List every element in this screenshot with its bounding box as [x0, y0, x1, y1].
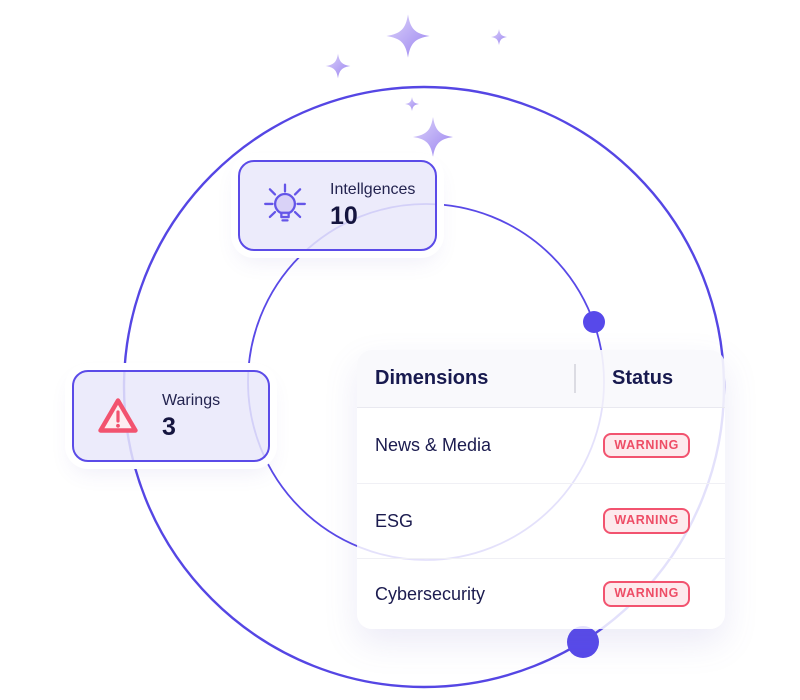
sparkle-icon — [405, 97, 419, 111]
dimensions-status-table: Dimensions Status News & Media WARNING E… — [357, 350, 725, 629]
outer-orbit-dot — [567, 626, 599, 658]
inner-orbit-dot — [583, 311, 605, 333]
warnings-card: Warings 3 — [72, 370, 270, 462]
sparkle-icon — [386, 14, 430, 58]
table-header-row: Dimensions Status — [357, 350, 725, 408]
warnings-label: Warings — [162, 391, 221, 409]
column-header-dimensions: Dimensions — [375, 367, 489, 389]
header-divider — [574, 364, 576, 393]
column-header-status: Status — [612, 367, 674, 389]
intelligences-card: Intellgences 10 — [238, 160, 437, 251]
warning-status-badge: WARNING — [603, 581, 690, 607]
sparkle-icon — [413, 117, 453, 157]
lightbulb-icon — [260, 181, 310, 231]
warnings-value: 3 — [162, 412, 176, 441]
sparkle-icon — [491, 29, 507, 45]
intelligences-label: Intellgences — [330, 181, 416, 198]
warning-triangle-icon — [94, 392, 142, 440]
table-row: ESG WARNING — [357, 483, 725, 558]
table-row: News & Media WARNING — [357, 408, 725, 483]
warning-status-badge: WARNING — [603, 508, 690, 534]
dimension-cell: ESG — [375, 510, 414, 531]
table-row: Cybersecurity WARNING — [357, 558, 725, 629]
dimension-cell: Cybersecurity — [375, 583, 486, 604]
warning-status-badge: WARNING — [603, 432, 690, 459]
intelligences-value: 10 — [330, 202, 358, 230]
sparkle-icon — [325, 53, 351, 79]
dimension-cell: News & Media — [375, 435, 492, 455]
